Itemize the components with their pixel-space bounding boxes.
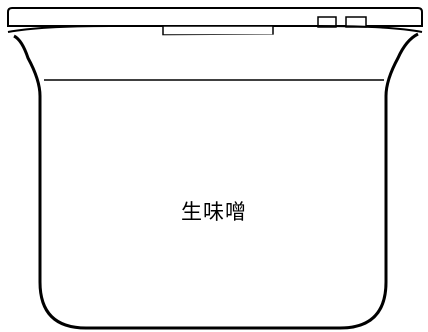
body xyxy=(13,32,419,330)
container-label: 生味噌 xyxy=(181,200,247,224)
